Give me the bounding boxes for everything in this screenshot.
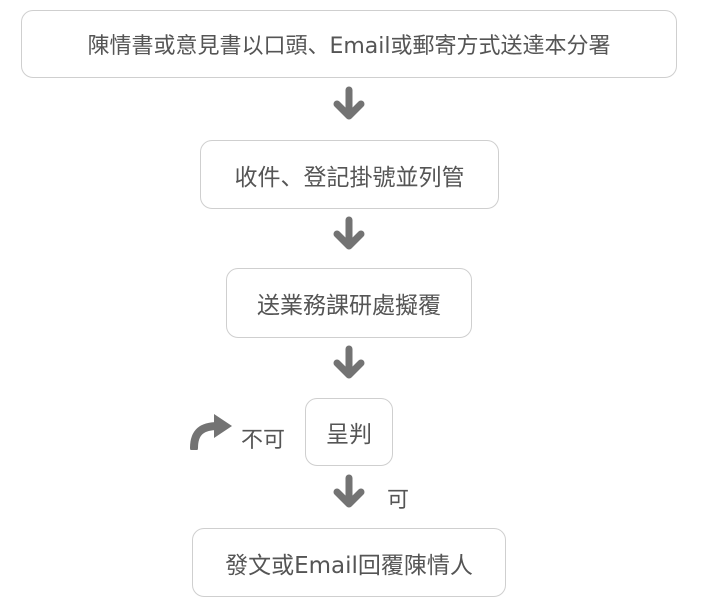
- step-send-to-section-box: 送業務課研處擬覆: [226, 268, 472, 338]
- step-reply-petitioner-box: 發文或Email回覆陳情人: [192, 528, 506, 597]
- step-reply-petitioner-text: 發文或Email回覆陳情人: [225, 552, 473, 579]
- reject-label: 不可: [241, 428, 286, 453]
- arrow-down-icon: [333, 474, 365, 508]
- step-receive-register-box: 收件、登記掛號並列管: [200, 140, 499, 209]
- step-submit-petition-box: 陳情書或意見書以口頭、Email或郵寄方式送達本分署: [21, 10, 677, 78]
- step-submit-for-decision-box: 呈判: [305, 398, 393, 466]
- arrow-down-icon: [333, 216, 365, 250]
- arrow-down-icon: [333, 345, 365, 379]
- step-receive-register-text: 收件、登記掛號並列管: [234, 164, 465, 191]
- step-send-to-section-text: 送業務課研處擬覆: [257, 293, 441, 319]
- approve-label: 可: [387, 488, 410, 513]
- curved-return-arrow-icon: [190, 414, 232, 450]
- step-submit-petition-text: 陳情書或意見書以口頭、Email或郵寄方式送達本分署: [87, 34, 611, 59]
- arrow-down-icon: [333, 86, 365, 120]
- step-submit-for-decision-text: 呈判: [326, 422, 372, 448]
